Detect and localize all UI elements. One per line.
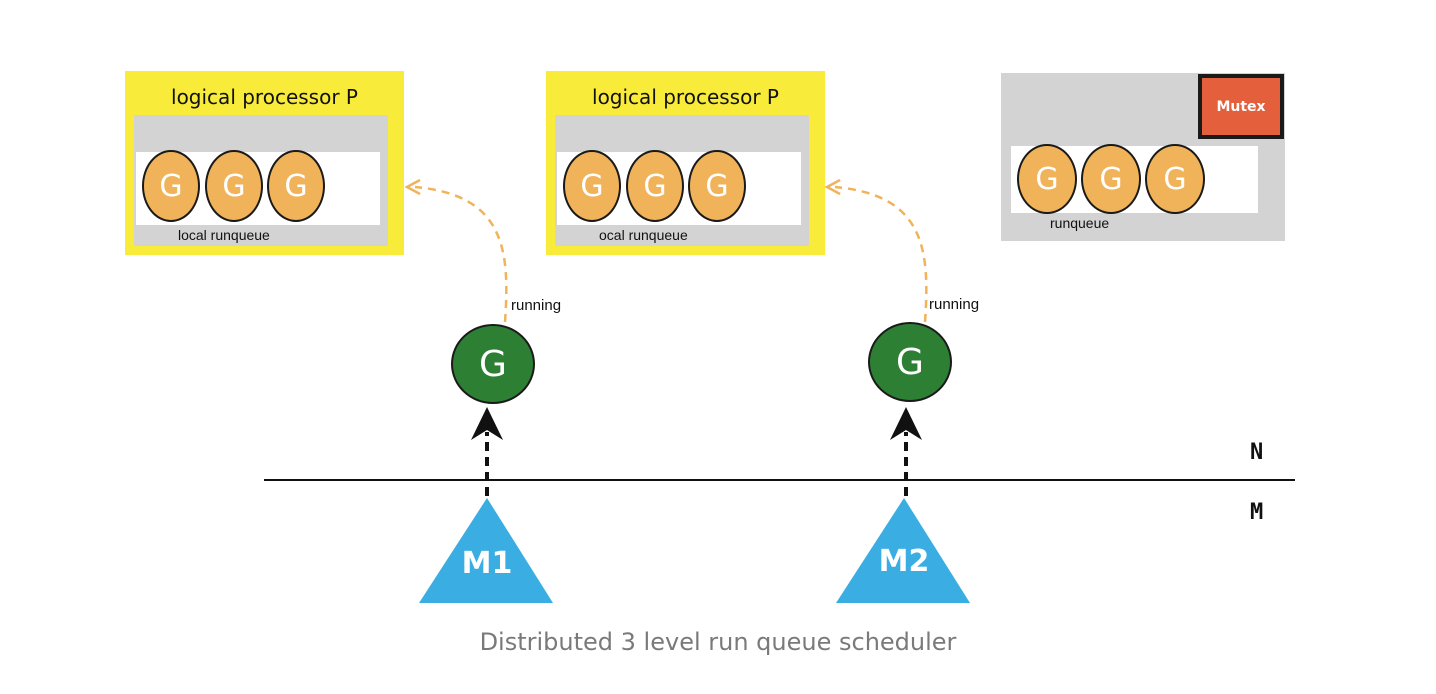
- thread-arrowhead-2: [890, 407, 922, 440]
- processor-queue-area: G G G local runqueue: [134, 115, 388, 246]
- local-runqueue-label: ocal runqueue: [599, 227, 688, 243]
- running-link-arrowhead-1: [404, 178, 421, 196]
- level-label-n: N: [1250, 440, 1264, 465]
- goroutine-queued: G: [267, 150, 325, 222]
- processor-title: logical processor P: [171, 85, 358, 109]
- running-link-arrow-2: [834, 185, 928, 323]
- processor-title: logical processor P: [592, 85, 779, 109]
- machine-thread-1: [419, 498, 553, 603]
- goroutine-running-2: G: [868, 322, 952, 402]
- running-link-arrow-1: [414, 185, 508, 323]
- running-link-arrowhead-2: [824, 178, 841, 196]
- machine-label-1: M1: [461, 546, 513, 581]
- running-label-2: running: [929, 296, 980, 313]
- machine-label-2: M2: [878, 544, 930, 579]
- logical-processor-1: logical processor P G G G local runqueue: [125, 71, 404, 255]
- thread-arrowhead-1: [471, 407, 503, 440]
- processor-queue-area: G G G ocal runqueue: [555, 115, 809, 246]
- figure-caption: Distributed 3 level run queue scheduler: [479, 628, 957, 656]
- goroutine-queued: G: [688, 150, 746, 222]
- goroutine-queued: G: [205, 150, 263, 222]
- goroutine-queued: G: [1145, 144, 1205, 214]
- machine-thread-2: [836, 498, 970, 603]
- goroutine-queued: G: [563, 150, 621, 222]
- mutex-lock: Mutex: [1198, 74, 1284, 139]
- goroutine-running-1: G: [451, 324, 535, 404]
- goroutine-queued: G: [1017, 144, 1077, 214]
- goroutine-queued: G: [1081, 144, 1141, 214]
- goroutine-queued: G: [626, 150, 684, 222]
- running-label-1: running: [511, 297, 562, 314]
- level-divider: [264, 479, 1295, 481]
- local-runqueue-label: local runqueue: [178, 227, 270, 243]
- logical-processor-2: logical processor P G G G ocal runqueue: [546, 71, 825, 255]
- goroutine-queued: G: [142, 150, 200, 222]
- level-label-m: M: [1250, 500, 1264, 525]
- global-runqueue-label: runqueue: [1050, 215, 1110, 231]
